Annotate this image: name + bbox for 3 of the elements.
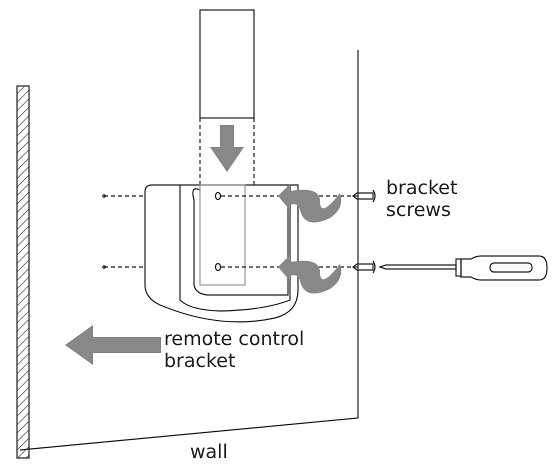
part-label: wall bbox=[190, 441, 229, 463]
part-label: remote control bracket bbox=[164, 328, 306, 372]
part-label: bracket screws bbox=[386, 177, 458, 221]
